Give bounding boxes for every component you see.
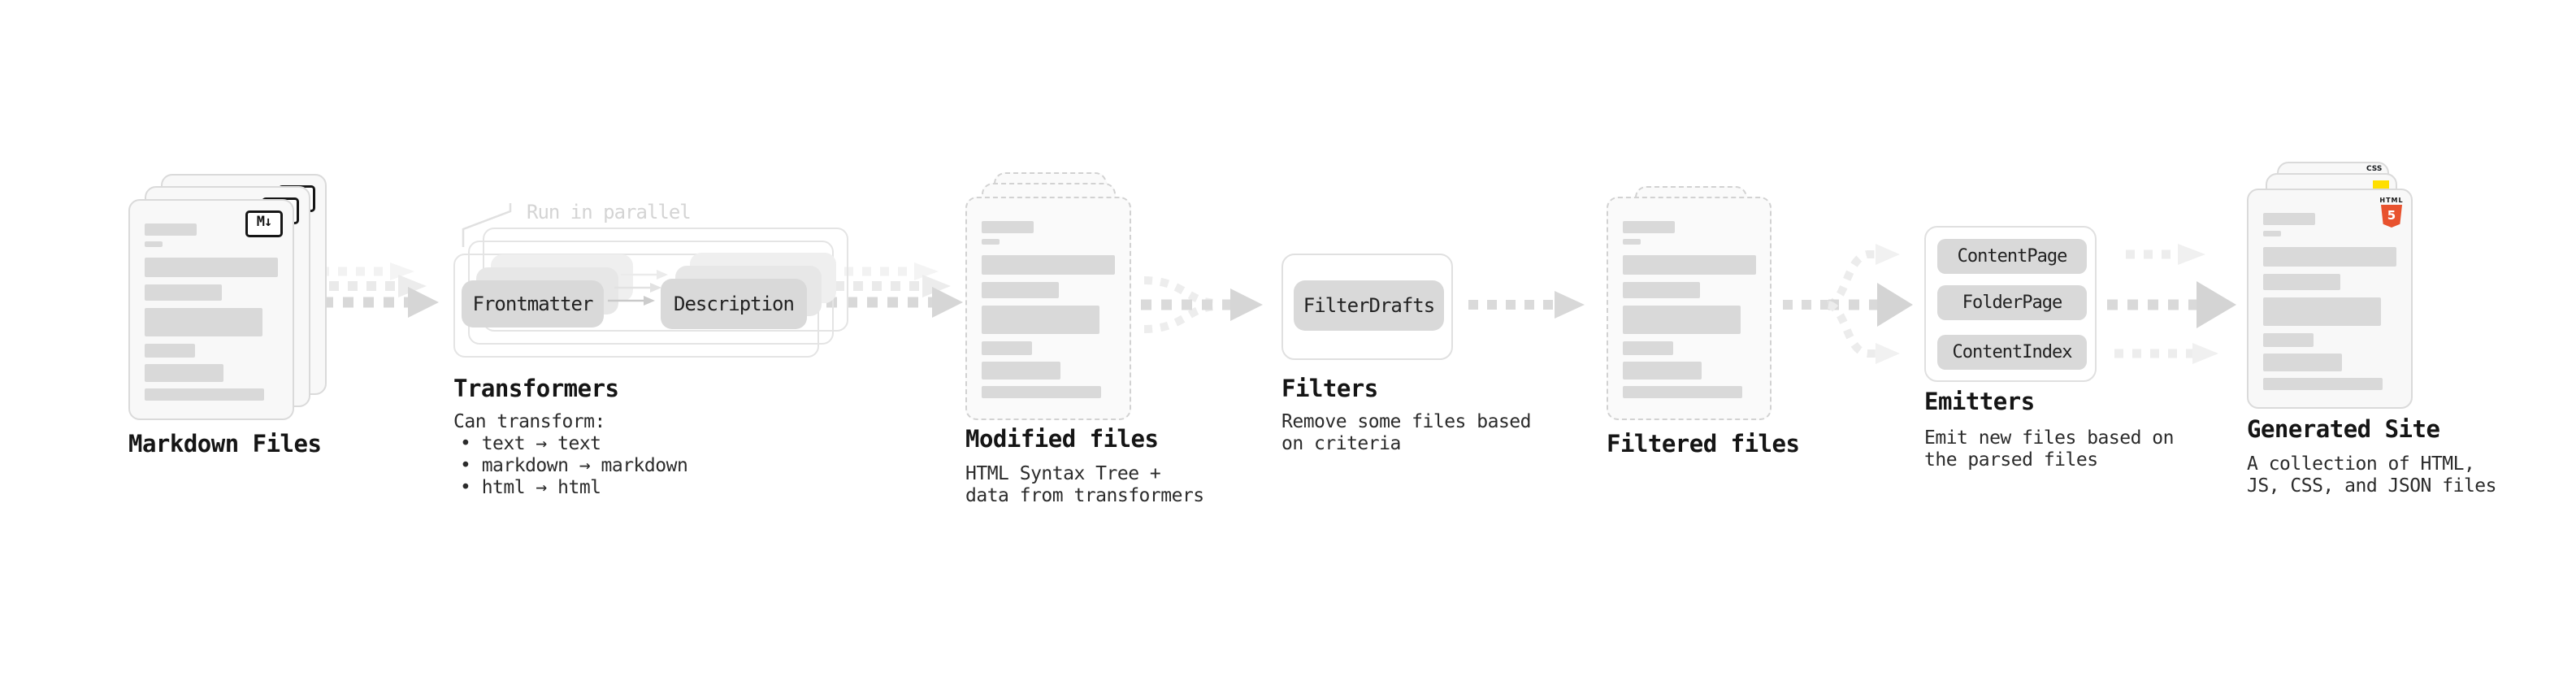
skeleton-text-bar bbox=[982, 255, 1115, 275]
run-in-parallel-callout-line bbox=[462, 203, 512, 247]
skeleton-text-bar bbox=[982, 239, 1000, 245]
transform-arrow-ghost bbox=[614, 283, 661, 293]
skeleton-text-bar bbox=[145, 364, 223, 382]
skeleton-text-bar bbox=[145, 344, 195, 358]
skeleton-text-bar bbox=[1623, 282, 1700, 298]
skeleton-text-bar bbox=[145, 241, 163, 247]
filters-box: FilterDrafts bbox=[1281, 254, 1453, 360]
skeleton-text-bar bbox=[1623, 221, 1675, 233]
css-icon-label: CSS bbox=[2366, 165, 2383, 173]
arrow-markdown-to-transformers bbox=[302, 262, 439, 318]
emitters-box: ContentPage FolderPage ContentIndex bbox=[1924, 226, 2097, 382]
filtered-file-card-front bbox=[1607, 197, 1772, 420]
skeleton-text-bar bbox=[982, 386, 1101, 398]
modified-files-subtitle: HTML Syntax Tree + data from transformer… bbox=[965, 463, 1204, 506]
skeleton-text-bar bbox=[145, 258, 278, 277]
run-in-parallel-note: Run in parallel bbox=[527, 201, 692, 223]
skeleton-text-bar bbox=[982, 221, 1034, 233]
skeleton-text-bar bbox=[982, 341, 1032, 355]
skeleton-text-bar bbox=[145, 308, 262, 336]
filter-drafts-pill: FilterDrafts bbox=[1294, 280, 1444, 331]
transformers-bullets: • text → text • markdown → markdown • ht… bbox=[460, 433, 688, 498]
skeleton-text-bar bbox=[1623, 341, 1673, 355]
html5-icon: HTML 5 bbox=[2379, 197, 2405, 228]
transformers-heading: Can transform: bbox=[453, 411, 605, 432]
skeleton-text-bar bbox=[2263, 333, 2314, 347]
arrow-modified-to-filters bbox=[1141, 276, 1263, 333]
modified-file-card-front bbox=[965, 197, 1131, 420]
markdown-icon: M↓ bbox=[245, 210, 283, 237]
skeleton-text-bar bbox=[1623, 306, 1741, 334]
emitters-subtitle: Emit new files based on the parsed files bbox=[1924, 427, 2175, 471]
skeleton-text-bar bbox=[982, 306, 1099, 334]
skeleton-text-bar bbox=[1623, 239, 1641, 245]
transform-arrow-ghost bbox=[621, 270, 668, 280]
frontmatter-transformer-pill: Frontmatter bbox=[462, 280, 604, 327]
transformers-title: Transformers bbox=[453, 375, 619, 402]
filters-subtitle: Remove some files based on criteria bbox=[1281, 411, 1532, 454]
generated-site-title: Generated Site bbox=[2247, 415, 2440, 443]
skeleton-text-bar bbox=[145, 284, 222, 301]
emitters-title: Emitters bbox=[1924, 388, 2035, 415]
modified-files-title: Modified files bbox=[965, 425, 1159, 453]
js-icon bbox=[2373, 180, 2389, 189]
skeleton-text-bar bbox=[2263, 354, 2342, 371]
markdown-files-title: Markdown Files bbox=[128, 430, 322, 458]
skeleton-text-bar bbox=[2263, 213, 2315, 225]
html5-icon-label: HTML bbox=[2379, 197, 2404, 204]
skeleton-text-bar bbox=[1623, 255, 1756, 275]
skeleton-text-bar bbox=[2263, 378, 2383, 390]
skeleton-text-bar bbox=[145, 388, 264, 401]
skeleton-text-bar bbox=[1623, 386, 1742, 398]
arrow-filtered-to-emitters bbox=[1783, 244, 1913, 364]
skeleton-text-bar bbox=[2263, 231, 2281, 236]
arrow-emitters-to-generated bbox=[2107, 244, 2236, 364]
filtered-files-title: Filtered files bbox=[1607, 430, 1800, 458]
skeleton-text-bar bbox=[2263, 247, 2396, 267]
html5-icon-shield: 5 bbox=[2381, 205, 2402, 228]
skeleton-text-bar bbox=[982, 282, 1059, 298]
filters-title: Filters bbox=[1281, 375, 1378, 402]
skeleton-text-bar bbox=[2263, 297, 2381, 326]
arrow-filters-to-filtered bbox=[1468, 291, 1585, 319]
generated-site-subtitle: A collection of HTML, JS, CSS, and JSON … bbox=[2247, 453, 2497, 497]
skeleton-text-bar bbox=[2263, 274, 2340, 290]
skeleton-text-bar bbox=[1623, 362, 1702, 380]
transformers-group: Frontmatter Description bbox=[453, 228, 860, 366]
description-transformer-pill: Description bbox=[661, 279, 807, 329]
folder-page-pill: FolderPage bbox=[1937, 285, 2087, 320]
content-index-pill: ContentIndex bbox=[1937, 335, 2087, 370]
arrow-transformers-to-modified bbox=[826, 262, 963, 318]
transform-arrow bbox=[608, 296, 655, 306]
skeleton-text-bar bbox=[145, 223, 197, 236]
content-page-pill: ContentPage bbox=[1937, 239, 2087, 274]
markdown-file-card-front: M↓ bbox=[128, 199, 294, 420]
skeleton-text-bar bbox=[982, 362, 1060, 380]
html-file-card: HTML 5 bbox=[2247, 189, 2413, 409]
